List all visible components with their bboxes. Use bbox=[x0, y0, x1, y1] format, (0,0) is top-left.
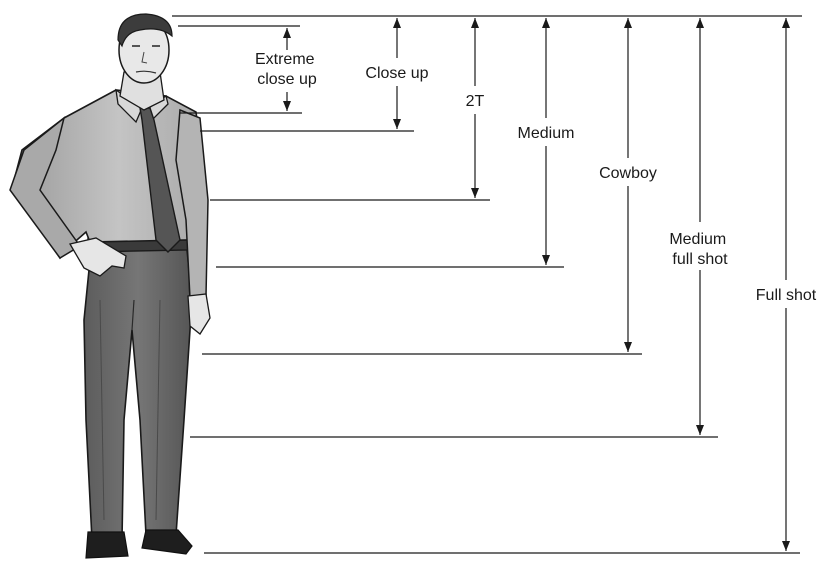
shot-medium-full-shot: Medium full shot bbox=[669, 18, 730, 435]
shot-extreme-close-up: Extreme close up bbox=[255, 28, 319, 111]
hair bbox=[117, 13, 173, 48]
medium-full-shot-label: Medium full shot bbox=[669, 231, 730, 268]
shot-full-shot: Full shot bbox=[756, 18, 817, 551]
left-shoe bbox=[85, 531, 129, 559]
2t-label: 2T bbox=[466, 93, 485, 110]
extreme-close-up-label: Extreme close up bbox=[255, 51, 319, 88]
left-hand bbox=[68, 237, 127, 277]
trousers bbox=[83, 239, 193, 541]
framing-lines bbox=[172, 15, 802, 554]
cowboy-label: Cowboy bbox=[599, 165, 657, 182]
medium-label: Medium bbox=[518, 125, 575, 142]
shot-medium: Medium bbox=[518, 18, 575, 265]
tie bbox=[139, 107, 181, 253]
close-up-label: Close up bbox=[365, 65, 428, 82]
full-shot-label: Full shot bbox=[756, 287, 817, 304]
right-hand bbox=[187, 293, 211, 335]
left-arm bbox=[9, 116, 82, 259]
right-shoe bbox=[141, 529, 193, 555]
man-figure bbox=[9, 13, 211, 559]
shot-close-up: Close up bbox=[365, 18, 429, 129]
shot-cowboy: Cowboy bbox=[599, 18, 657, 352]
shot-2t: 2T bbox=[466, 18, 485, 198]
